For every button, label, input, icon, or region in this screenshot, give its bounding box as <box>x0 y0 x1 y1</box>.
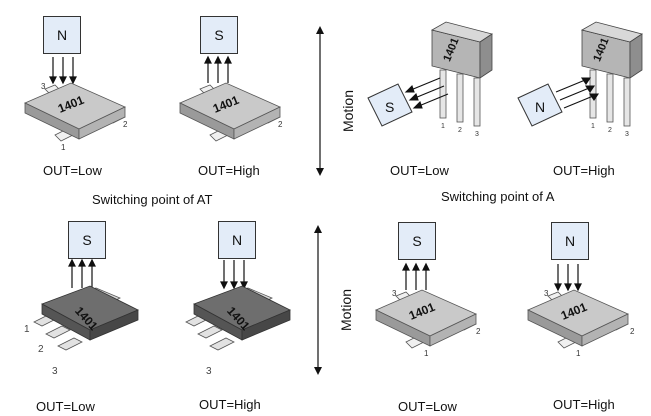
pin-label: 1 <box>591 123 595 130</box>
pin-label: 3 <box>475 131 479 138</box>
output-state-label: OUT=High <box>553 163 615 178</box>
magnet-label: S <box>214 27 224 43</box>
magnet-s: S <box>367 83 413 127</box>
pin-label: 2 <box>458 127 462 134</box>
field-arrows-up <box>204 55 232 83</box>
magnet-n: N <box>551 222 589 260</box>
motion-arrow <box>314 225 322 375</box>
field-arrows-in <box>555 77 600 109</box>
pin-label: 3 <box>41 82 46 91</box>
field-arrows-down <box>220 260 248 290</box>
magnet-label: N <box>535 99 545 115</box>
pin-label: 2 <box>38 344 44 355</box>
motion-arrow <box>316 26 324 176</box>
magnet-label: N <box>56 27 68 43</box>
sot23-package: 1401 3 2 1 <box>375 262 481 358</box>
pin-label: 3 <box>625 131 629 138</box>
field-arrows-up <box>402 262 430 290</box>
pin-label: 2 <box>278 120 283 129</box>
pin-label: 2 <box>630 327 635 336</box>
pin-label: 2 <box>476 327 481 336</box>
pin-label: 1 <box>441 123 445 130</box>
pin-label: 1 <box>424 349 429 358</box>
sot23-package: 1401 2 <box>179 55 283 142</box>
sot23-package: 1401 3 2 1 <box>527 264 635 358</box>
output-state-label: OUT=Low <box>390 163 449 178</box>
magnet-label: N <box>231 232 243 248</box>
field-arrows-out <box>404 77 449 109</box>
pin-label: 3 <box>206 366 212 377</box>
output-state-label: OUT=Low <box>43 163 102 178</box>
caption-switching-a: Switching point of A <box>441 189 555 204</box>
sot89-package: 1401 3 <box>185 260 291 377</box>
magnet-label: S <box>412 233 422 249</box>
field-arrows-down <box>554 264 582 292</box>
motion-label: Motion <box>338 288 354 332</box>
pin-label: 2 <box>608 127 612 134</box>
magnet-label: S <box>385 99 394 115</box>
magnet-s: S <box>68 221 106 259</box>
pin-label: 1 <box>576 349 581 358</box>
field-arrows-up <box>68 258 96 288</box>
magnet-label: S <box>82 232 92 248</box>
output-state-label: OUT=High <box>553 397 615 412</box>
pin-label: 1 <box>61 143 66 152</box>
to92-package: 1401 1 2 3 <box>404 21 493 138</box>
pin-label: 3 <box>392 289 397 298</box>
output-state-label: OUT=Low <box>36 399 95 414</box>
magnet-n: N <box>218 221 256 259</box>
pin-label: 1 <box>24 324 30 335</box>
pin-label: 3 <box>52 366 58 377</box>
caption-switching-at: Switching point of AT <box>92 192 213 207</box>
output-state-label: OUT=High <box>199 397 261 412</box>
magnet-n: N <box>43 16 81 54</box>
sot89-package: 1401 1 2 3 <box>24 258 139 377</box>
pin-label: 2 <box>123 120 128 129</box>
magnet-label: N <box>564 233 576 249</box>
to92-package: 1401 1 2 3 <box>555 21 643 138</box>
magnet-s: S <box>200 16 238 54</box>
pin-label: 3 <box>544 289 549 298</box>
output-state-label: OUT=Low <box>398 399 457 414</box>
field-arrows-down <box>49 57 77 85</box>
motion-label: Motion <box>340 89 356 133</box>
output-state-label: OUT=High <box>198 163 260 178</box>
magnet-s: S <box>398 222 436 260</box>
magnet-n: N <box>517 83 563 127</box>
sot23-package: 1401 3 2 1 <box>24 57 128 152</box>
